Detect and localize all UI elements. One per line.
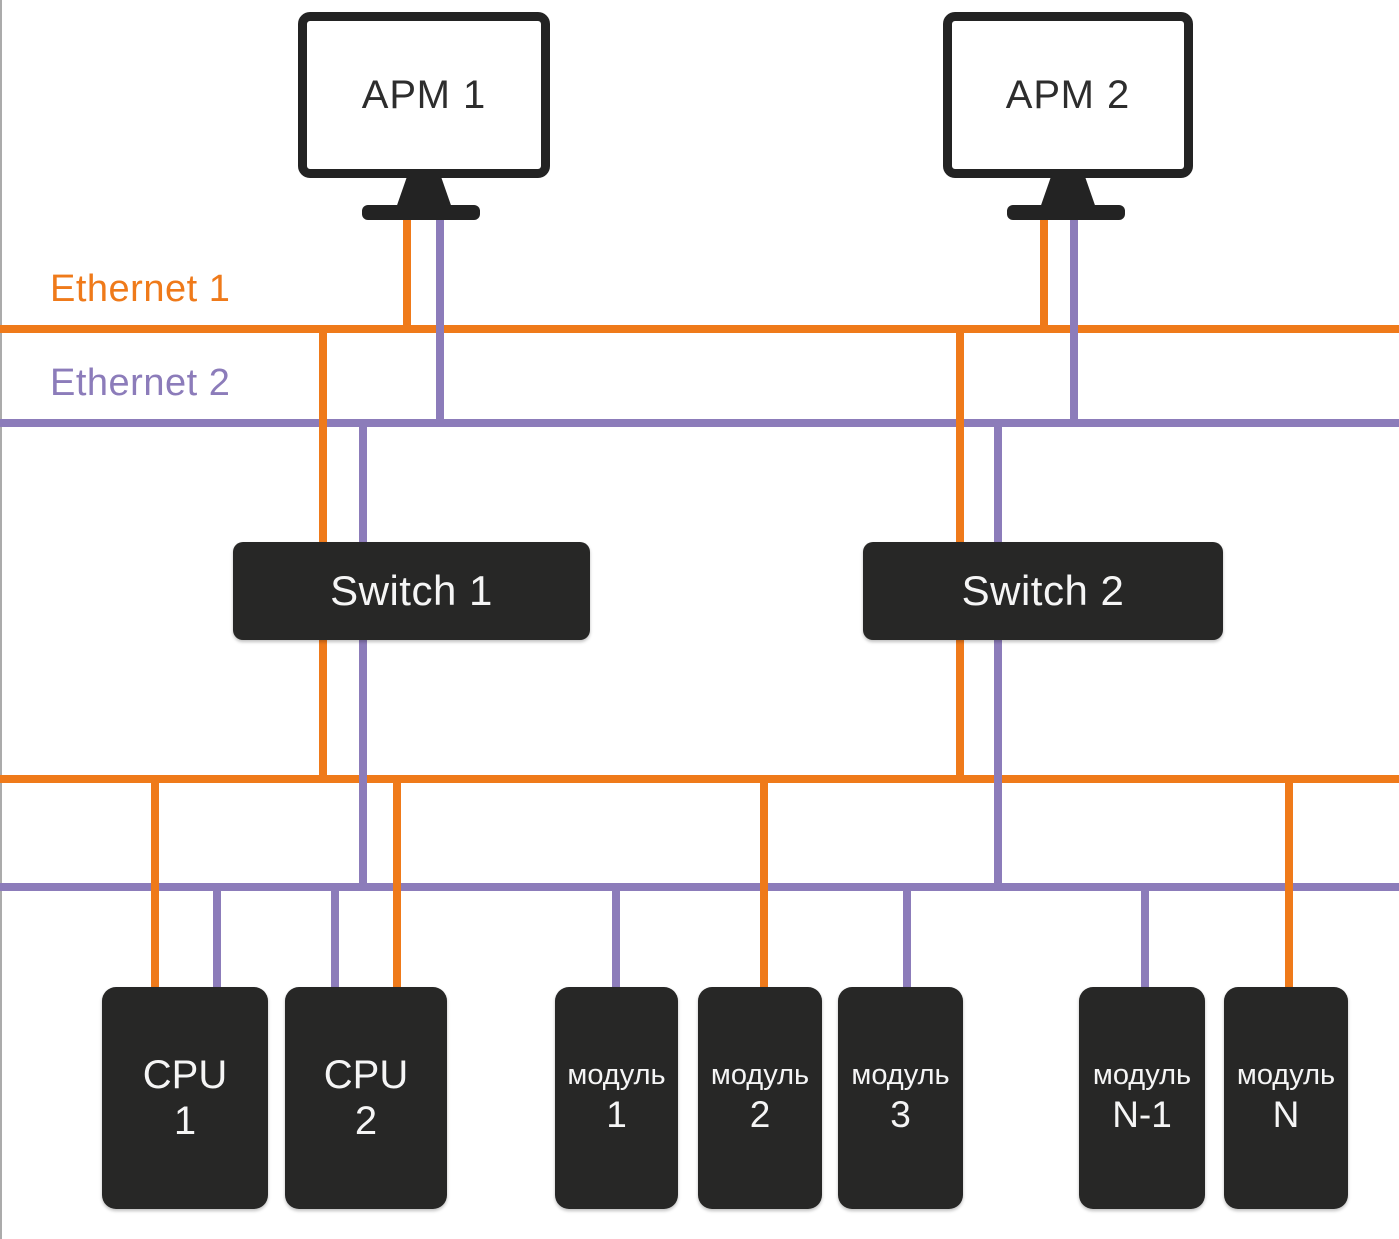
link-switch1-ethernet2-trunk xyxy=(359,421,367,889)
link-module3-ethernet2 xyxy=(903,885,911,992)
device-module-n-name: модуль xyxy=(1236,1059,1336,1092)
device-module-1: модуль 1 xyxy=(555,987,678,1209)
device-module-n: модуль N xyxy=(1224,987,1348,1209)
ethernet2-bus-line-lower xyxy=(0,883,1399,891)
device-module-2-name: модуль xyxy=(710,1059,810,1092)
device-cpu-1-number: 1 xyxy=(173,1099,197,1143)
switch-1: Switch 1 xyxy=(233,542,590,640)
link-cpu1-ethernet1 xyxy=(151,777,159,992)
device-module-3-number: 3 xyxy=(890,1094,911,1136)
link-module-n-ethernet1 xyxy=(1285,777,1293,992)
switch-1-label: Switch 1 xyxy=(330,567,493,614)
workstation-apm2-monitor: АРМ 2 xyxy=(943,12,1193,178)
workstation-apm1-monitor: АРМ 1 xyxy=(298,12,550,178)
device-module-n1-number: N-1 xyxy=(1112,1094,1172,1136)
link-apm2-ethernet1 xyxy=(1040,210,1048,333)
switch-2: Switch 2 xyxy=(863,542,1223,640)
left-edge-line xyxy=(0,0,2,1239)
ethernet2-bus-label: Ethernet 2 xyxy=(50,362,231,404)
link-cpu2-ethernet1 xyxy=(393,777,401,992)
device-cpu-2: CPU 2 xyxy=(285,987,447,1209)
device-module-n1-name: модуль xyxy=(1092,1059,1192,1092)
link-cpu1-ethernet2 xyxy=(213,885,221,992)
device-module-2: модуль 2 xyxy=(698,987,822,1209)
ethernet2-bus-line-upper xyxy=(0,419,1399,427)
link-apm1-ethernet2 xyxy=(436,210,444,427)
apm1-monitor-stand-base xyxy=(362,205,480,220)
ethernet1-bus-line-upper xyxy=(0,325,1399,333)
apm2-monitor-stand-neck xyxy=(1040,176,1096,207)
apm1-monitor-stand-neck xyxy=(396,176,452,207)
switch-2-label: Switch 2 xyxy=(961,567,1125,614)
workstation-apm2-label: АРМ 2 xyxy=(1005,72,1131,117)
device-module-n-number: N xyxy=(1272,1094,1300,1136)
link-cpu2-ethernet2 xyxy=(331,885,339,992)
device-module-3-name: модуль xyxy=(851,1059,950,1092)
ethernet1-bus-label: Ethernet 1 xyxy=(50,268,231,310)
device-cpu-1-name: CPU xyxy=(142,1053,228,1097)
workstation-apm1-label: АРМ 1 xyxy=(361,72,487,117)
device-module-n1: модуль N-1 xyxy=(1079,987,1205,1209)
device-module-2-number: 2 xyxy=(749,1094,771,1136)
link-module2-ethernet1 xyxy=(760,777,768,992)
device-cpu-2-number: 2 xyxy=(354,1099,378,1143)
link-module1-ethernet2 xyxy=(612,885,620,992)
device-cpu-1: CPU 1 xyxy=(102,987,268,1209)
ethernet1-bus-line-lower xyxy=(0,775,1399,783)
device-module-1-number: 1 xyxy=(606,1094,627,1136)
link-module-n1-ethernet2 xyxy=(1141,885,1149,992)
link-switch2-ethernet2-trunk xyxy=(994,421,1002,889)
device-module-1-name: модуль xyxy=(567,1059,666,1092)
apm2-monitor-stand-base xyxy=(1007,205,1125,220)
link-apm2-ethernet2 xyxy=(1070,210,1078,427)
device-cpu-2-name: CPU xyxy=(323,1053,409,1097)
device-module-3: модуль 3 xyxy=(838,987,963,1209)
link-apm1-ethernet1 xyxy=(403,210,411,333)
